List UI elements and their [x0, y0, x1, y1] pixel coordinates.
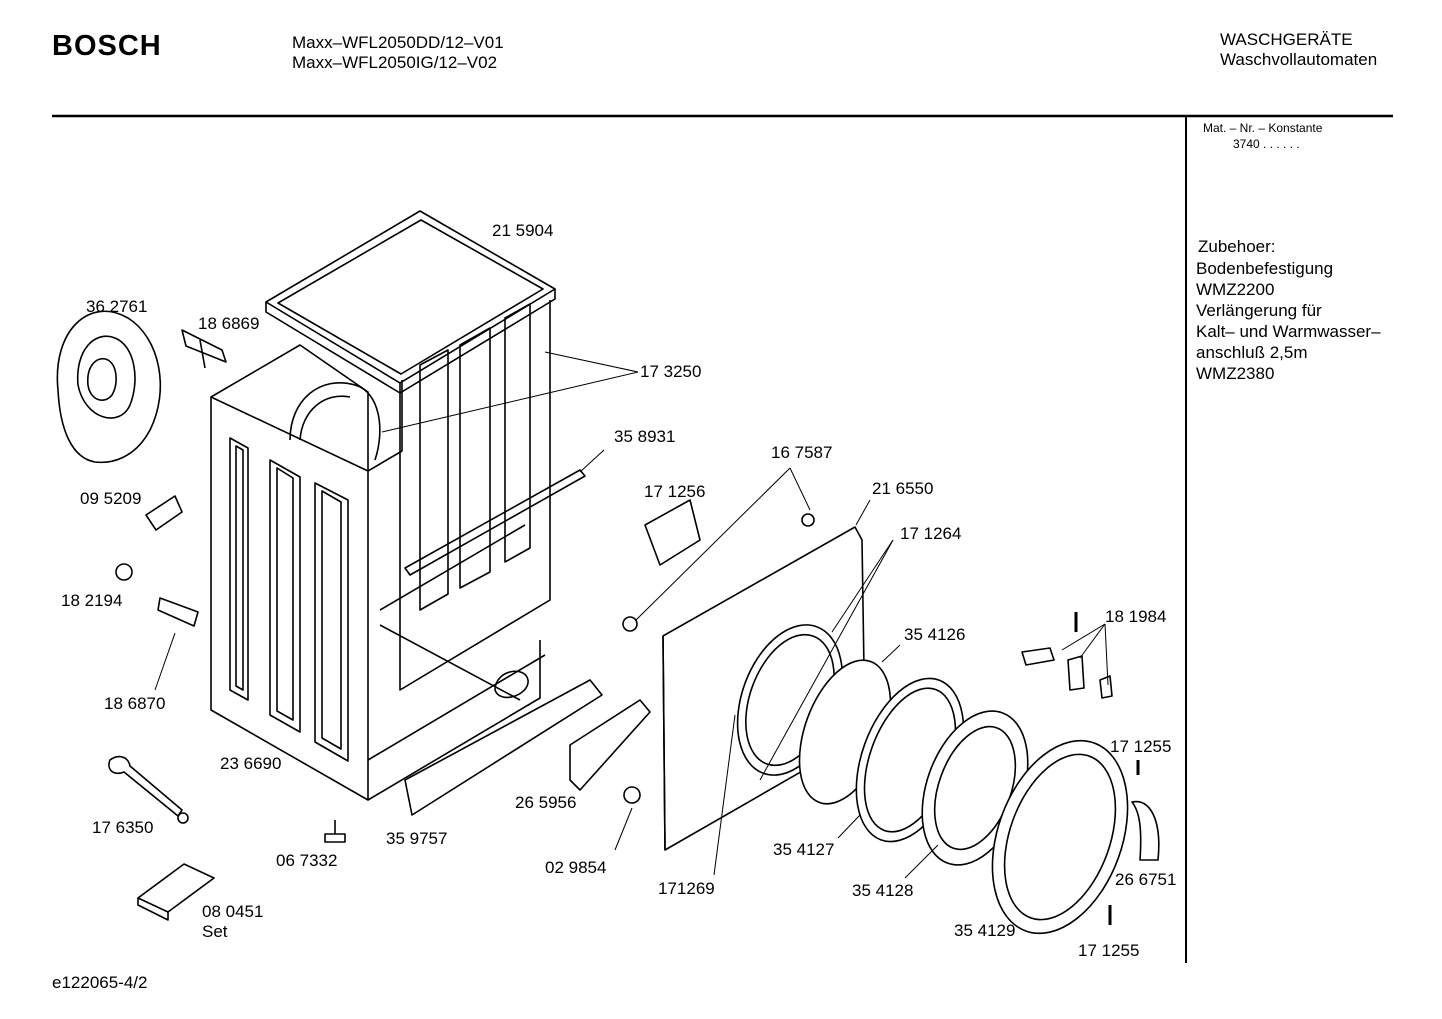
model-line-1: Maxx–WFL2050DD/12–V01: [292, 33, 504, 52]
rear-cover: [56, 310, 162, 464]
part-label: 09 5209: [80, 489, 142, 508]
part-label: 17 1255: [1110, 737, 1172, 756]
category-line-1: WASCHGERÄTE: [1220, 30, 1353, 49]
part-label: 17 1264: [900, 524, 962, 543]
accessory-line: WMZ2380: [1196, 364, 1275, 383]
part-label: 171269: [658, 879, 715, 898]
part-label: 18 6870: [104, 694, 166, 713]
part-label: 17 1255: [1078, 941, 1140, 960]
accessory-line: WMZ2200: [1196, 280, 1275, 299]
accessory-line: Zubehoer:: [1198, 237, 1276, 256]
part-label: 35 4127: [773, 840, 835, 859]
latch-171256: [644, 499, 701, 566]
door-ring-354129: [991, 739, 1129, 935]
accessory-line: Verlängerung für: [1196, 301, 1322, 320]
part-label: 08 0451: [202, 902, 264, 921]
part-label: 35 4126: [904, 625, 966, 644]
part-label: Set: [202, 922, 228, 941]
hinge-part: [181, 329, 227, 369]
part-label: 02 9854: [545, 858, 607, 877]
hinge-piece: [1131, 800, 1160, 861]
part-label: 26 5956: [515, 793, 577, 812]
front-panel: [662, 526, 866, 851]
category-line-2: Waschvollautomaten: [1220, 50, 1378, 69]
part-label: 17 3250: [640, 362, 702, 381]
knob-029854: [623, 786, 641, 804]
brand-logo: BOSCH: [52, 30, 162, 62]
fascia-359757: [404, 679, 603, 816]
hinge-186870: [157, 597, 199, 627]
part-label: 17 6350: [92, 818, 154, 837]
part-label: 35 4128: [852, 881, 914, 900]
cabinet: [210, 300, 586, 801]
accessory-line: anschluß 2,5m: [1196, 343, 1308, 362]
part-label: 35 4129: [954, 921, 1016, 940]
part-label: 21 5904: [492, 221, 554, 240]
mat-nr-value: 3740 . . . . . .: [1233, 137, 1300, 151]
bracket-080451: [137, 863, 215, 921]
part-label: 36 2761: [86, 297, 148, 316]
part-label: 18 2194: [61, 591, 123, 610]
part-label: 26 6751: [1115, 870, 1177, 889]
cap-182194: [115, 563, 133, 581]
part-label: 18 1984: [1105, 607, 1167, 626]
accessory-line: Bodenbefestigung: [1196, 259, 1334, 278]
part-label: 17 1256: [644, 482, 706, 501]
foot-067332: [324, 820, 346, 843]
wrench-176350: [108, 755, 189, 824]
part-label: 35 8931: [614, 427, 676, 446]
part-label: 35 9757: [386, 829, 448, 848]
model-line-2: Maxx–WFL2050IG/12–V02: [292, 53, 498, 72]
bracket-095209: [145, 495, 183, 531]
drawing-id: e122065-4/2: [52, 973, 148, 992]
drawer-handle-265956: [569, 699, 651, 791]
accessory-line: Kalt– und Warmwasser–: [1196, 322, 1381, 341]
part-label: 23 6690: [220, 754, 282, 773]
part-label: 16 7587: [771, 443, 833, 462]
mat-nr-label: Mat. – Nr. – Konstante: [1203, 121, 1323, 135]
part-label: 21 6550: [872, 479, 934, 498]
part-label: 06 7332: [276, 851, 338, 870]
part-label: 18 6869: [198, 314, 260, 333]
